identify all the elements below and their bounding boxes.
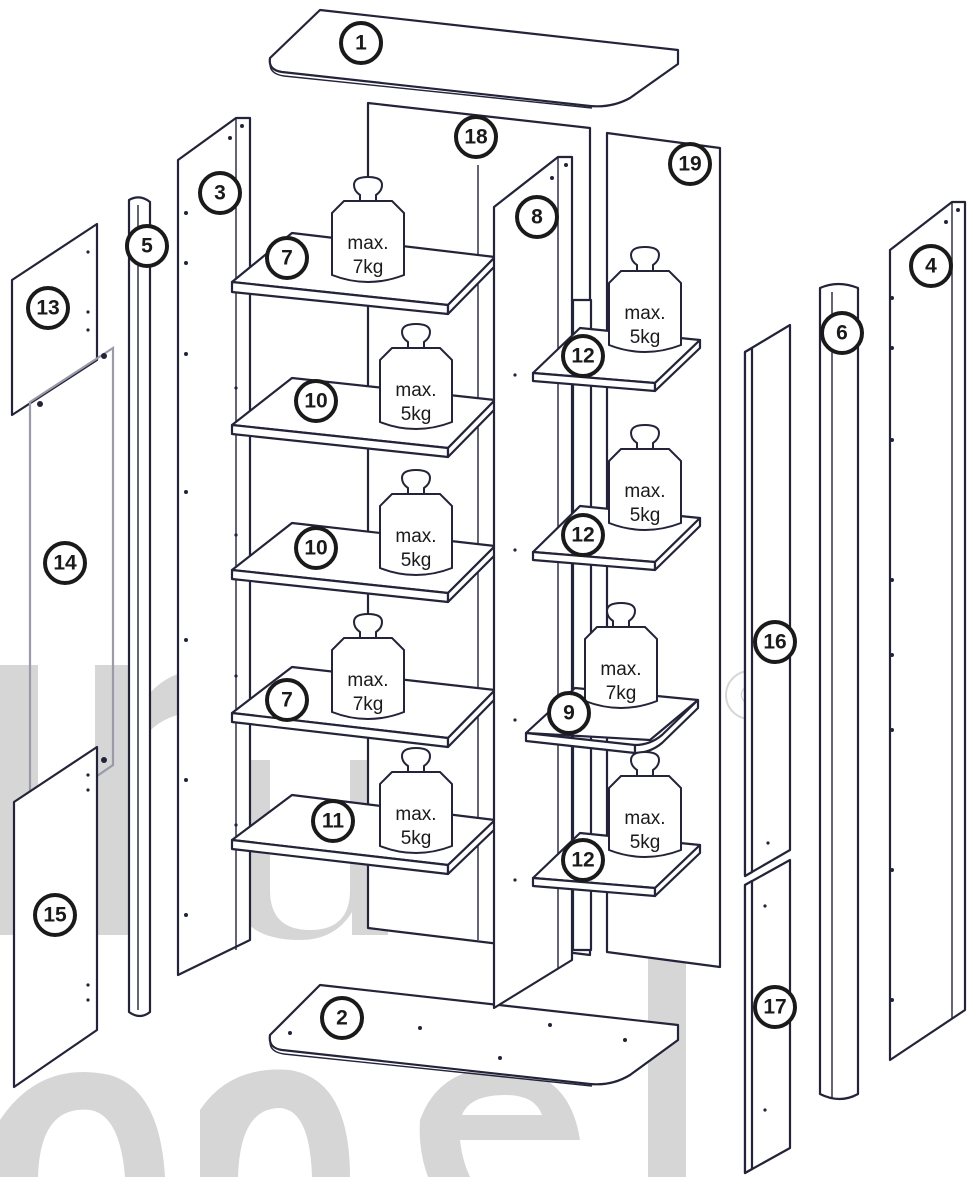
svg-text:19: 19 bbox=[678, 153, 701, 176]
badge-part-19: 19 bbox=[668, 142, 712, 186]
svg-text:4: 4 bbox=[925, 255, 937, 278]
top-panel-1 bbox=[268, 8, 680, 109]
badge-part-18: 18 bbox=[454, 115, 498, 159]
svg-text:max.: max. bbox=[395, 804, 436, 825]
badge-part-1: 1 bbox=[339, 21, 383, 65]
svg-text:5kg: 5kg bbox=[401, 404, 432, 425]
post-5 bbox=[127, 196, 152, 1018]
svg-text:7: 7 bbox=[281, 689, 293, 712]
badge-part-2: 2 bbox=[320, 996, 364, 1040]
badge-part-9: 9 bbox=[547, 691, 591, 735]
svg-text:max.: max. bbox=[347, 233, 388, 254]
svg-text:5kg: 5kg bbox=[630, 505, 661, 526]
svg-text:7kg: 7kg bbox=[353, 257, 384, 278]
svg-text:max.: max. bbox=[395, 526, 436, 547]
svg-text:14: 14 bbox=[53, 552, 77, 575]
svg-text:3: 3 bbox=[214, 182, 226, 205]
badge-part-15: 15 bbox=[33, 893, 77, 937]
glass-door-14 bbox=[28, 345, 115, 825]
svg-text:7: 7 bbox=[281, 247, 293, 270]
svg-text:10: 10 bbox=[304, 537, 327, 560]
weight-7kg-lower: max. 7kg bbox=[331, 612, 405, 720]
badge-part-4: 4 bbox=[909, 244, 953, 288]
weight-7kg-top: max. 7kg bbox=[331, 175, 405, 283]
badge-part-6: 6 bbox=[820, 311, 864, 355]
svg-text:17: 17 bbox=[763, 996, 786, 1019]
badge-part-10-lower: 10 bbox=[294, 526, 338, 570]
svg-text:max.: max. bbox=[624, 481, 665, 502]
svg-text:1: 1 bbox=[355, 32, 367, 55]
svg-text:15: 15 bbox=[43, 904, 67, 927]
svg-text:max.: max. bbox=[600, 659, 641, 680]
svg-text:10: 10 bbox=[304, 390, 327, 413]
side-panel-4 bbox=[888, 200, 967, 1062]
door-panel-16 bbox=[743, 323, 792, 878]
svg-text:5kg: 5kg bbox=[401, 828, 432, 849]
weight-7kg-right: max. 7kg bbox=[584, 601, 658, 709]
badge-part-17: 17 bbox=[753, 985, 797, 1029]
svg-text:2: 2 bbox=[336, 1007, 348, 1030]
badge-part-8: 8 bbox=[515, 195, 559, 239]
svg-text:6: 6 bbox=[836, 322, 848, 345]
side-panel-3 bbox=[176, 116, 252, 977]
svg-text:5: 5 bbox=[141, 235, 153, 258]
svg-text:max.: max. bbox=[624, 808, 665, 829]
svg-text:12: 12 bbox=[571, 524, 594, 547]
svg-text:5kg: 5kg bbox=[630, 327, 661, 348]
svg-text:12: 12 bbox=[571, 849, 594, 872]
svg-text:5kg: 5kg bbox=[630, 832, 661, 853]
weight-5kg-right-top: max. 5kg bbox=[608, 245, 682, 353]
svg-text:12: 12 bbox=[571, 345, 594, 368]
badge-part-14: 14 bbox=[43, 541, 87, 585]
svg-text:max.: max. bbox=[624, 303, 665, 324]
badge-part-16: 16 bbox=[753, 620, 797, 664]
weight-5kg-right-bottom: max. 5kg bbox=[608, 750, 682, 858]
svg-text:8: 8 bbox=[531, 206, 543, 229]
svg-text:9: 9 bbox=[563, 702, 575, 725]
badge-part-13: 13 bbox=[26, 286, 70, 330]
post-6 bbox=[818, 282, 860, 1101]
svg-text:18: 18 bbox=[464, 126, 488, 149]
svg-text:16: 16 bbox=[763, 631, 786, 654]
svg-text:7kg: 7kg bbox=[606, 683, 637, 704]
badge-part-10-upper: 10 bbox=[294, 379, 338, 423]
badge-part-12-bottom: 12 bbox=[561, 838, 605, 882]
door-panel-17 bbox=[743, 858, 792, 1175]
badge-part-12-top: 12 bbox=[561, 334, 605, 378]
svg-text:11: 11 bbox=[322, 810, 345, 833]
badge-part-12-middle: 12 bbox=[561, 513, 605, 557]
weight-5kg-middle: max. 5kg bbox=[379, 468, 453, 576]
svg-text:7kg: 7kg bbox=[353, 694, 384, 715]
weight-5kg-upper: max. 5kg bbox=[379, 322, 453, 430]
badge-part-3: 3 bbox=[198, 171, 242, 215]
svg-text:5kg: 5kg bbox=[401, 550, 432, 571]
svg-text:max.: max. bbox=[395, 380, 436, 401]
badge-part-7-top: 7 bbox=[265, 236, 309, 280]
badge-part-7-lower: 7 bbox=[265, 678, 309, 722]
weight-5kg-bottom: max. 5kg bbox=[379, 746, 453, 854]
badge-part-11: 11 bbox=[311, 799, 355, 843]
weight-5kg-right-middle: max. 5kg bbox=[608, 423, 682, 531]
svg-text:max.: max. bbox=[347, 670, 388, 691]
svg-text:13: 13 bbox=[36, 297, 59, 320]
badge-part-5: 5 bbox=[125, 224, 169, 268]
